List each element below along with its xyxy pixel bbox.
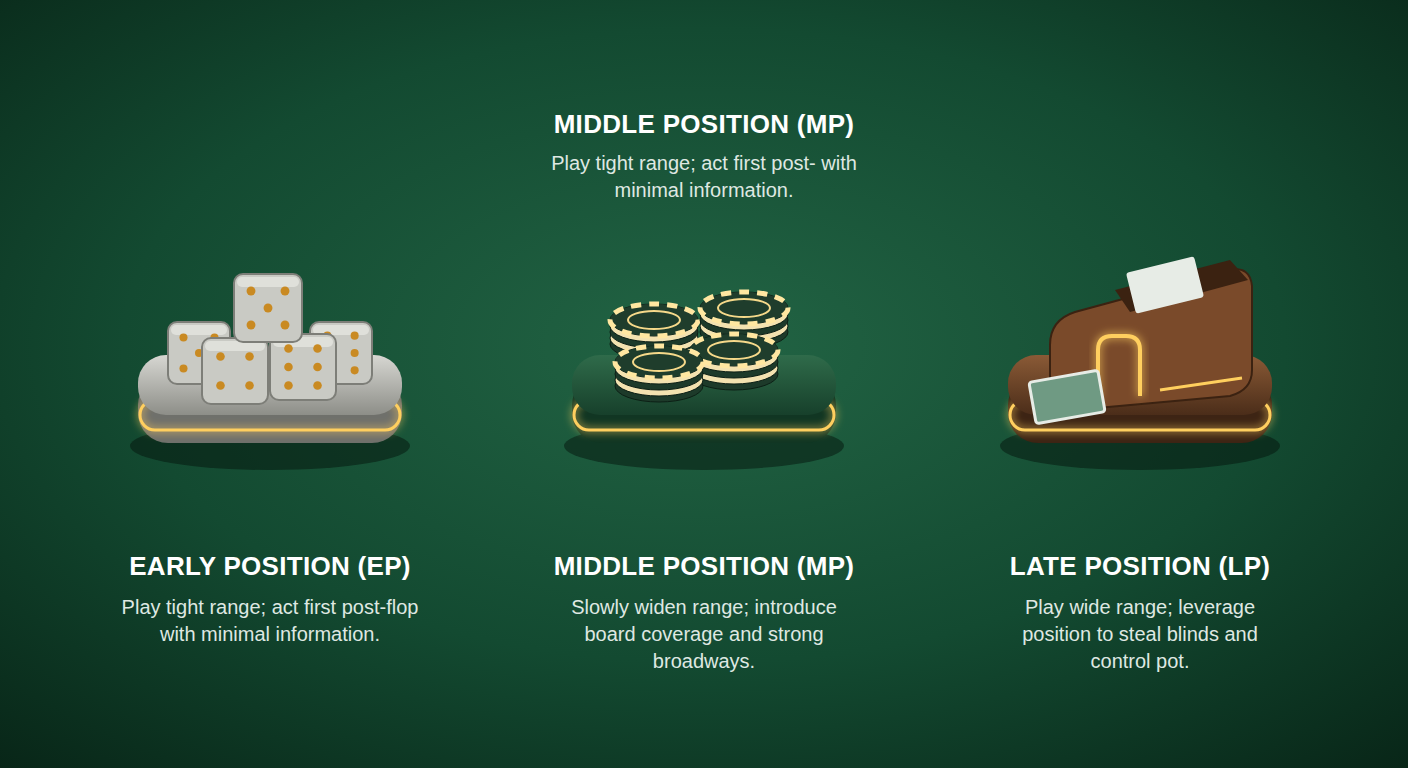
- node-heading: EARLY POSITION (EP): [129, 550, 411, 582]
- card-shoe: [1029, 256, 1252, 424]
- glow-connector: [430, 382, 544, 385]
- position-node: MIDDLE POSITION (MP) Slowly widen range; …: [544, 250, 864, 675]
- floating-heading: MIDDLE POSITION (MP): [454, 108, 954, 140]
- position-node: LATE POSITION (LP) Play wide range; lever…: [980, 250, 1300, 675]
- pedestal-illustration: [980, 250, 1300, 550]
- node-description: Play wide range; leverage position to st…: [990, 594, 1290, 675]
- pedestal-illustration: [544, 250, 864, 550]
- position-node: EARLY POSITION (EP) Play tight range; act…: [110, 250, 430, 648]
- node-description: Slowly widen range; introduce board cove…: [554, 594, 854, 675]
- die: [234, 274, 302, 342]
- floating-description: Play tight range; act first post- with m…: [534, 150, 874, 204]
- node-heading: LATE POSITION (LP): [1010, 550, 1271, 582]
- glow-connector: [864, 382, 980, 385]
- die: [202, 338, 268, 404]
- node-description: Play tight range; act first post-flop wi…: [120, 594, 420, 648]
- pedestal-illustration: [110, 250, 430, 550]
- poker-chip: [615, 346, 703, 402]
- die: [270, 334, 336, 400]
- node-heading: MIDDLE POSITION (MP): [554, 550, 855, 582]
